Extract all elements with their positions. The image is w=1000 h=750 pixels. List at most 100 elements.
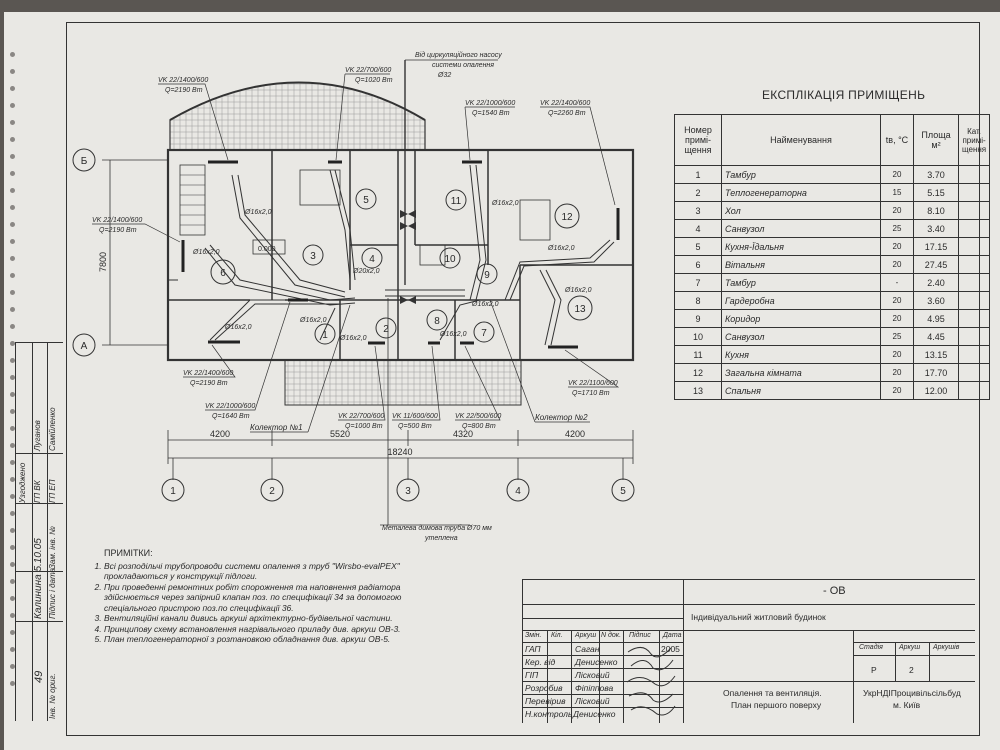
note-item: Принципову схему встановлення нагрівальн… [104, 624, 422, 635]
axis-labels: Б А 1 2 3 4 5 [81, 156, 627, 497]
cell-temp: 20 [880, 309, 914, 328]
cell-temp: 20 [880, 381, 914, 400]
sheet-header: Аркуш [899, 644, 921, 651]
cell-number: 1 [674, 165, 722, 184]
cell-category [957, 363, 991, 382]
dimension-value: 4200 [565, 429, 585, 439]
collector-1-label: Колектор №1 [250, 423, 303, 432]
axis-number: 1 [170, 486, 176, 497]
tb-head-signature: Підпис [629, 632, 651, 639]
radiator-spec: VK 22/1000/600 [205, 403, 255, 410]
axis-bubbles [72, 148, 635, 502]
cell-name: Спальня [721, 381, 881, 400]
table-header-row: Номер примі- щення Найменування tв, °С П… [674, 114, 991, 166]
room-number: 13 [574, 304, 586, 315]
note-item: Всі розподільчі трубопроводи системи опа… [104, 561, 422, 582]
dimension-value: 4320 [453, 429, 473, 439]
room-number: 3 [310, 251, 316, 262]
axis-number: 4 [515, 486, 521, 497]
radiator-spec: Q=2190 Вт [99, 227, 137, 234]
header-name: Найменування [721, 114, 881, 166]
room-number: 5 [363, 195, 369, 206]
binding-holes [10, 52, 18, 732]
tb-head-date: Дата [663, 632, 682, 639]
radiator-spec: Q=1710 Вт [572, 390, 610, 397]
role-checked: Перевірив [525, 696, 566, 706]
radiator-spec: Q=1540 Вт [472, 110, 510, 117]
name-checked: Лісковий [575, 696, 610, 706]
cell-area: 27.45 [913, 255, 959, 274]
note-item: Вентиляційні канали дивись аркуші архіте… [104, 613, 422, 624]
org-name: УкрНДІПроцивільсільбуд [863, 688, 961, 698]
level-mark: 0.000 [258, 246, 276, 253]
cell-category [957, 255, 991, 274]
cell-temp: 20 [880, 237, 914, 256]
pipe-label: Ø16х2,0 [564, 287, 592, 294]
dimension-value: 18240 [387, 447, 412, 457]
header-category: Кат. примі- щення [957, 114, 991, 166]
cell-name: Санвузол [721, 327, 881, 346]
cell-name: Теплогенераторна [721, 183, 881, 202]
sheet-title-1: Опалення та вентиляція. [723, 688, 822, 698]
cell-temp: - [880, 273, 914, 292]
name-gap: Саган [575, 644, 600, 654]
room-number: 2 [383, 324, 389, 335]
header-temp: tв, °С [880, 114, 914, 166]
radiator-spec: VK 11/600/600 [392, 413, 438, 420]
explication-table: Номер примі- щення Найменування tв, °С П… [674, 114, 991, 400]
agreed-row-2: ГП ЕП [48, 479, 57, 503]
cell-temp: 25 [880, 219, 914, 238]
cell-category [957, 237, 991, 256]
cell-name: Кухня-Їдальня [721, 237, 881, 256]
radiator-spec: VK 22/1000/600 [465, 100, 515, 107]
header-number: Номер примі- щення [674, 114, 722, 166]
cell-name: Коридор [721, 309, 881, 328]
header-area: Площа м² [913, 114, 959, 166]
radiator-spec: VK 22/1400/600 [540, 100, 590, 107]
cell-area: 3.70 [913, 165, 959, 184]
cell-temp: 20 [880, 165, 914, 184]
cell-temp: 20 [880, 291, 914, 310]
radiator-spec: VK 22/500/600 [455, 413, 501, 420]
project-name: Індивідуальний житловий будинок [691, 612, 826, 622]
name-gip: Лісковий [575, 670, 610, 680]
axis-letter: Б [81, 156, 88, 167]
cell-name: Загальна кімната [721, 363, 881, 382]
pipe-label: Ø16х2,0 [192, 249, 220, 256]
cell-area: 4.45 [913, 327, 959, 346]
dimension-value: 7800 [98, 252, 108, 272]
terrace-bay [169, 81, 426, 151]
cell-name: Кухня [721, 345, 881, 364]
room-number: 8 [434, 316, 440, 327]
signature-date-value: Калинина 5.10.05 [33, 538, 44, 619]
room-number: 1 [322, 330, 328, 341]
tb-head-docnum: N док. [601, 632, 622, 639]
signatures-scribble [626, 647, 676, 716]
cell-number: 10 [674, 327, 722, 346]
room-number: 9 [484, 270, 490, 281]
cell-number: 6 [674, 255, 722, 274]
cell-category [957, 183, 991, 202]
room-number: 10 [444, 254, 456, 265]
cell-category [957, 327, 991, 346]
room-number: 6 [220, 268, 226, 279]
name-developed: Фіпіппова [575, 683, 614, 693]
axis-letter: А [81, 341, 88, 352]
cell-area: 5.15 [913, 183, 959, 202]
cell-number: 5 [674, 237, 722, 256]
cell-name: Хол [721, 201, 881, 220]
cell-number: 3 [674, 201, 722, 220]
notes-list: Всі розподільчі трубопроводи системи опа… [92, 561, 422, 645]
sheet-value: 2 [909, 665, 914, 675]
heating-pipes [204, 60, 615, 346]
note-item: При проведенні ремонтних робіт спорожнен… [104, 582, 422, 614]
